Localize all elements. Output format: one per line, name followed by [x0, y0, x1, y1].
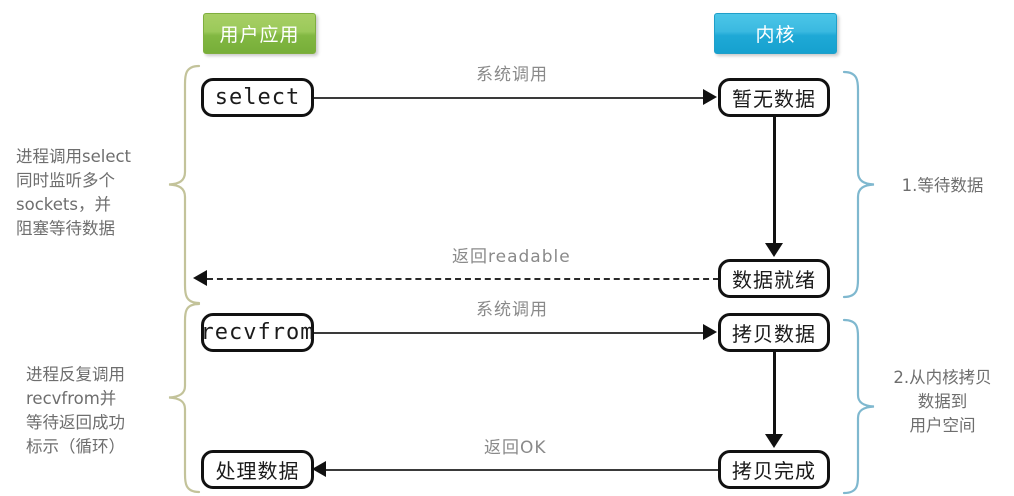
node-copy-data[interactable]: 拷贝数据 [718, 313, 830, 352]
arrowhead-ready-to-select [193, 270, 207, 286]
connector-select-to-nodata [314, 97, 704, 99]
node-copy-done[interactable]: 拷贝完成 [718, 450, 830, 489]
node-no-data-label: 暂无数据 [732, 87, 816, 111]
node-select[interactable]: select [201, 78, 314, 117]
node-select-label: select [214, 85, 301, 110]
brace-left-phase1 [168, 64, 201, 305]
node-process-data[interactable]: 处理数据 [201, 450, 314, 489]
node-no-data[interactable]: 暂无数据 [718, 78, 830, 117]
connector-copydata-to-copydone [773, 352, 776, 435]
caption-return-ok: 返回OK [484, 438, 547, 458]
annotation-select-description: 进程调用select 同时监听多个 sockets，并 阻塞等待数据 [16, 147, 132, 238]
lane-header-kernel: 内核 [714, 13, 837, 54]
node-copy-data-label: 拷贝数据 [732, 322, 816, 346]
annotation-wait-data: 1.等待数据 [901, 176, 984, 195]
node-process-data-label: 处理数据 [215, 459, 300, 483]
arrowhead-copydone-to-process [312, 461, 326, 477]
connector-recvfrom-to-copydata [314, 332, 704, 334]
caption-syscall-1: 系统调用 [476, 65, 548, 85]
arrowhead-copydata-to-copydone [765, 434, 783, 448]
lane-header-user-app-label: 用户应用 [219, 24, 300, 46]
brace-right-phase2 [842, 318, 875, 495]
connector-ready-to-select [207, 278, 719, 280]
connector-copydone-to-process [325, 469, 719, 471]
node-recvfrom[interactable]: recvfrom [201, 313, 314, 352]
arrowhead-nodata-to-ready [765, 243, 783, 257]
caption-syscall-2: 系统调用 [476, 300, 548, 320]
lane-header-user-app: 用户应用 [203, 13, 316, 54]
node-copy-done-label: 拷贝完成 [732, 459, 816, 483]
caption-return-readable: 返回readable [452, 247, 571, 267]
brace-left-phase2 [168, 302, 201, 494]
annotation-recvfrom-description: 进程反复调用 recvfrom并 等待返回成功 标示（循环） [26, 365, 125, 456]
node-recvfrom-label: recvfrom [200, 320, 315, 345]
brace-right-phase1 [842, 70, 875, 299]
node-data-ready-label: 数据就绪 [732, 268, 816, 292]
lane-header-kernel-label: 内核 [755, 24, 796, 46]
arrowhead-select-to-nodata [703, 89, 717, 105]
node-data-ready[interactable]: 数据就绪 [718, 259, 830, 298]
arrowhead-recvfrom-to-copydata [703, 324, 717, 340]
annotation-copy-from-kernel: 2.从内核拷贝 数据到 用户空间 [893, 368, 992, 435]
connector-nodata-to-ready [773, 117, 776, 244]
